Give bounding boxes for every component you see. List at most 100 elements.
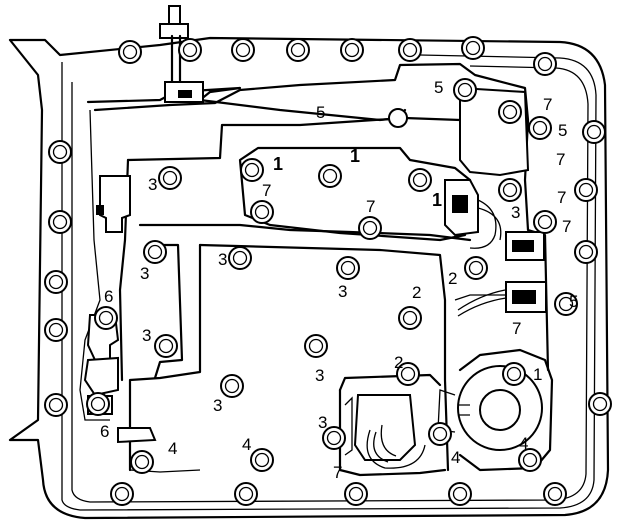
callout-label: 4 [168, 439, 177, 458]
callout-label: 4 [451, 448, 460, 467]
callout-label: 2 [412, 283, 421, 302]
bolt [322, 426, 346, 450]
bolt [448, 482, 472, 506]
callout-label: 7 [333, 463, 342, 482]
clip-left [117, 427, 157, 444]
bolt [158, 166, 182, 190]
bolt [228, 246, 252, 270]
callout-label: 3 [140, 264, 149, 283]
detent-roller [388, 108, 408, 128]
bolt [528, 116, 552, 140]
bolt [502, 362, 526, 386]
callout-label: 6 [100, 422, 109, 441]
callout-label: 1 [273, 154, 283, 174]
bolt [143, 240, 167, 264]
callout-label: 3 [315, 366, 324, 385]
callout-label: 3 [148, 175, 157, 194]
bolt [178, 38, 202, 62]
callout-label: 7 [512, 319, 521, 338]
accumulator-piston [479, 389, 521, 431]
shaft-collar [159, 23, 189, 39]
bolt [94, 306, 118, 330]
callout-label: 7 [543, 95, 552, 114]
callout-label: 7 [562, 217, 571, 236]
pressure-switch-upper [505, 231, 545, 261]
bolt [44, 270, 68, 294]
bolt [498, 178, 522, 202]
callout-label: 3 [218, 250, 227, 269]
bolt [533, 210, 557, 234]
bolt [518, 448, 542, 472]
bolt [453, 78, 477, 102]
bolt [234, 482, 258, 506]
callout-label: 5 [558, 121, 567, 140]
callout-label: 4 [519, 434, 528, 453]
callout-label: 3 [338, 282, 347, 301]
bolt [574, 178, 598, 202]
bolt [574, 240, 598, 264]
callout-label: 7 [366, 197, 375, 216]
bolt [286, 38, 310, 62]
bolt [44, 318, 68, 342]
bolt [48, 140, 72, 164]
bolt [110, 482, 134, 506]
callout-label: 2 [394, 353, 403, 372]
bolt [588, 392, 612, 416]
callout-label: 3 [213, 396, 222, 415]
bolt [398, 306, 422, 330]
bolt [44, 393, 68, 417]
bolt [398, 38, 422, 62]
bolt [118, 40, 142, 64]
bolt [220, 374, 244, 398]
callout-label: 7 [556, 150, 565, 169]
bolt [464, 256, 488, 280]
bolt [240, 158, 264, 182]
bolt [554, 292, 578, 316]
callout-label: 3 [142, 326, 151, 345]
bolt [344, 482, 368, 506]
callout-label: 5 [434, 78, 443, 97]
bolt [408, 168, 432, 192]
solenoid-left [99, 175, 131, 233]
bolts [44, 36, 612, 506]
manual-shaft-assembly [86, 5, 408, 128]
bolt [498, 100, 522, 124]
callout-label: 7 [557, 188, 566, 207]
bolt [86, 392, 110, 416]
bolt [318, 164, 342, 188]
solenoid-upper-right [459, 86, 530, 177]
bolt [428, 422, 452, 446]
callout-label: 7 [262, 181, 271, 200]
bolt [543, 482, 567, 506]
solenoid-lower-left [83, 356, 119, 397]
callout-label: 2 [448, 269, 457, 288]
bolt [582, 120, 606, 144]
callout-label: 3 [511, 203, 520, 222]
bolt [231, 38, 255, 62]
callout-label: 1 [350, 146, 360, 166]
bolt [250, 448, 274, 472]
bolt [250, 200, 274, 224]
bolt [304, 334, 328, 358]
callout-label: 1 [432, 190, 442, 210]
bolt [130, 450, 154, 474]
bolt [340, 38, 364, 62]
bolt [358, 216, 382, 240]
callout-label: 6 [104, 287, 113, 306]
case-outline [8, 36, 610, 520]
bolt [396, 362, 420, 386]
solenoid-bottom [353, 394, 417, 461]
callout-label: 4 [242, 435, 251, 454]
callout-label: 3 [318, 413, 327, 432]
bolt [336, 256, 360, 280]
callout-label: 1 [533, 365, 542, 384]
bolt [533, 52, 557, 76]
bolt [461, 36, 485, 60]
callout-label: 5 [316, 103, 325, 122]
bolt [48, 210, 72, 234]
callout-label: 5 [569, 292, 578, 311]
bolt [154, 334, 178, 358]
